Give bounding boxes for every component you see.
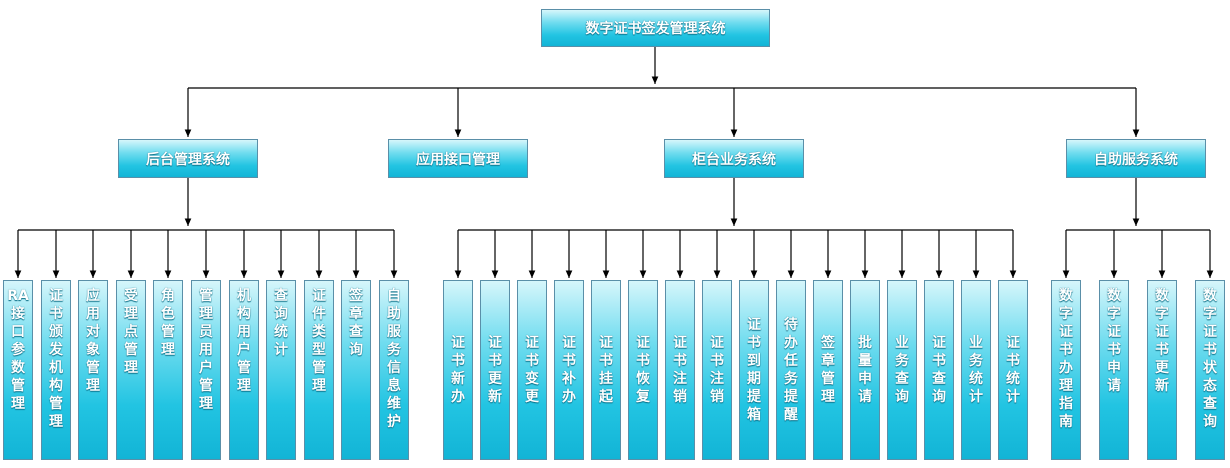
leaf-label: 角色管理 <box>161 288 175 358</box>
leaf-label: 证书挂起 <box>599 335 613 405</box>
leaf-label: 证书查询 <box>932 335 946 405</box>
leaf-label: 证书补办 <box>562 335 576 405</box>
leaf-node: 证书注销 <box>665 280 695 460</box>
root-node: 数字证书签发管理系统 <box>541 9 770 47</box>
leaf-node: 证书统计 <box>998 280 1028 460</box>
leaf-label: 数字证书办理指南 <box>1059 288 1073 430</box>
leaf-node: 机构用户管理 <box>229 280 259 460</box>
leaf-label: 业务查询 <box>895 335 909 405</box>
leaf-label: 证书新办 <box>451 335 465 405</box>
leaf-node: 数字证书办理指南 <box>1051 280 1081 460</box>
leaf-node: 角色管理 <box>153 280 183 460</box>
leaf-node: 管理员用户管理 <box>191 280 221 460</box>
leaf-node: 受理点管理 <box>116 280 146 460</box>
leaf-node: 证书查询 <box>924 280 954 460</box>
leaf-label: 数字证书状态查询 <box>1203 288 1217 430</box>
leaf-node: 数字证书状态查询 <box>1195 280 1225 460</box>
leaf-label: 证书注销 <box>710 335 724 405</box>
leaf-label: 签章管理 <box>821 335 835 405</box>
leaf-label: 批量申请 <box>858 335 872 405</box>
leaf-label: 应用对象管理 <box>86 288 100 394</box>
branch-label: 柜台业务系统 <box>692 151 776 168</box>
leaf-label: 证书恢复 <box>636 335 650 405</box>
branch-self-service: 自助服务系统 <box>1066 139 1206 178</box>
leaf-label: 证书到期提箱 <box>747 317 761 423</box>
leaf-node: 业务统计 <box>961 280 991 460</box>
leaf-label: 证件类型管理 <box>312 288 326 394</box>
leaf-label: 证书颁发机构管理 <box>49 288 63 430</box>
leaf-node: 自助服务信息维护 <box>379 280 409 460</box>
leaf-node: 证书新办 <box>443 280 473 460</box>
leaf-label: 证书统计 <box>1006 335 1020 405</box>
leaf-label: 受理点管理 <box>124 288 138 376</box>
branch-label: 应用接口管理 <box>416 151 500 168</box>
leaf-node: 待办任务提醒 <box>776 280 806 460</box>
leaf-node: 数字证书更新 <box>1147 280 1177 460</box>
leaf-node: 证书恢复 <box>628 280 658 460</box>
leaf-label: 证书注销 <box>673 335 687 405</box>
branch-counter-business: 柜台业务系统 <box>664 139 804 178</box>
leaf-label: 自助服务信息维护 <box>387 288 401 430</box>
leaf-node: 证书更新 <box>480 280 510 460</box>
leaf-label: 证书变更 <box>525 335 539 405</box>
leaf-node: 证书颁发机构管理 <box>41 280 71 460</box>
leaf-node: 应用对象管理 <box>78 280 108 460</box>
leaf-label: 管理员用户管理 <box>199 288 213 412</box>
leaf-label: 签章查询 <box>349 288 363 358</box>
leaf-label: 查询统计 <box>274 288 288 358</box>
leaf-node: 批量申请 <box>850 280 880 460</box>
leaf-node: 签章管理 <box>813 280 843 460</box>
branch-backend-admin: 后台管理系统 <box>118 139 258 178</box>
leaf-node: 业务查询 <box>887 280 917 460</box>
leaf-node: 证书到期提箱 <box>739 280 769 460</box>
root-label: 数字证书签发管理系统 <box>585 21 726 37</box>
leaf-node: 数字证书申请 <box>1099 280 1129 460</box>
leaf-label: 证书更新 <box>488 335 502 405</box>
branch-app-interface: 应用接口管理 <box>388 139 528 178</box>
leaf-node: 证书补办 <box>554 280 584 460</box>
leaf-label: 业务统计 <box>969 335 983 405</box>
branch-label: 后台管理系统 <box>146 151 230 168</box>
leaf-label: 数字证书更新 <box>1155 288 1169 394</box>
branch-label: 自助服务系统 <box>1094 151 1178 168</box>
leaf-label: 数字证书申请 <box>1107 288 1121 394</box>
leaf-label: 待办任务提醒 <box>784 317 798 423</box>
leaf-node: 证书注销 <box>702 280 732 460</box>
leaf-node: 证件类型管理 <box>304 280 334 460</box>
leaf-label: 机构用户管理 <box>237 288 251 394</box>
leaf-node: 签章查询 <box>341 280 371 460</box>
leaf-node: 证书挂起 <box>591 280 621 460</box>
leaf-node: 查询统计 <box>266 280 296 460</box>
leaf-node: 证书变更 <box>517 280 547 460</box>
